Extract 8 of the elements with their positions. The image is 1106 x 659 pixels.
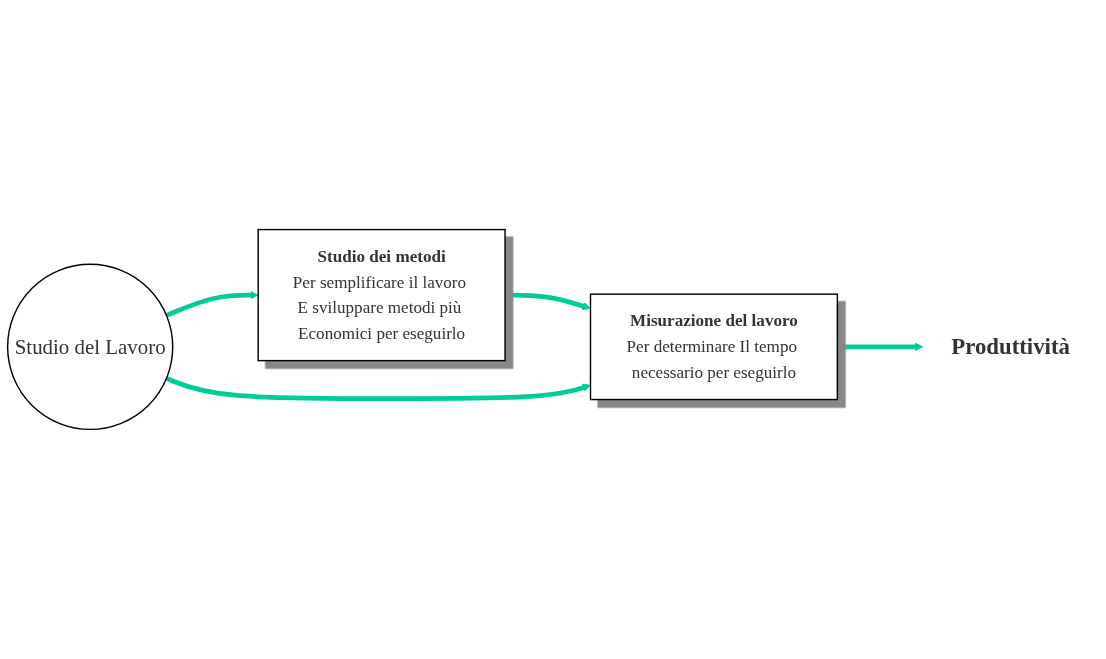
arrow [837, 342, 924, 352]
node-box: Studio dei metodi Per semplificare il lavoro E sviluppare metodi più Economici per eseguirlo [257, 228, 506, 362]
node-text: Produttività [951, 334, 1070, 360]
node-box: Misurazione del lavoro Per determinare Il tempo necessario per eseguirlo [589, 293, 839, 401]
arrow [505, 292, 591, 311]
arrow [165, 376, 591, 401]
arrow [165, 290, 259, 318]
node-circle: Studio del Lavoro [6, 263, 174, 431]
